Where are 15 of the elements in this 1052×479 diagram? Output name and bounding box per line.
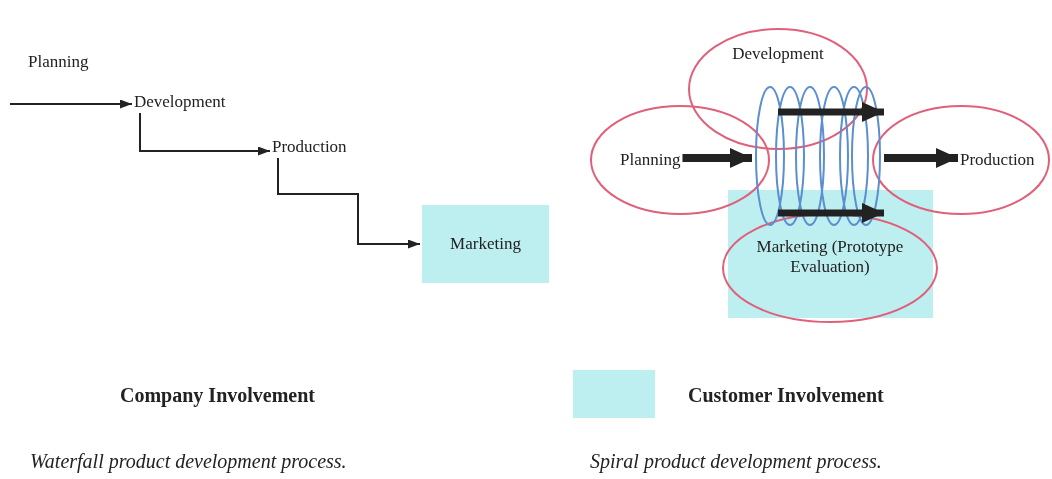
- caption: Waterfall product development process.: [30, 450, 347, 473]
- stage-label: Development: [731, 44, 825, 64]
- marketing-box: Marketing: [422, 205, 549, 283]
- caption: Spiral product development process.: [590, 450, 882, 473]
- legend-label: Customer Involvement: [688, 384, 884, 407]
- stage-label: Development: [134, 92, 226, 112]
- stage-label: Planning: [28, 52, 89, 72]
- stage-label: Planning: [620, 150, 681, 170]
- stage-label: Production: [272, 137, 347, 157]
- arrow: [9, 99, 133, 109]
- stage-label: Marketing (Prototype Evaluation): [755, 237, 905, 277]
- involvement-label: Company Involvement: [120, 384, 315, 407]
- stage-label: Production: [960, 150, 1035, 170]
- arrow: [139, 112, 271, 156]
- arrow: [277, 157, 421, 249]
